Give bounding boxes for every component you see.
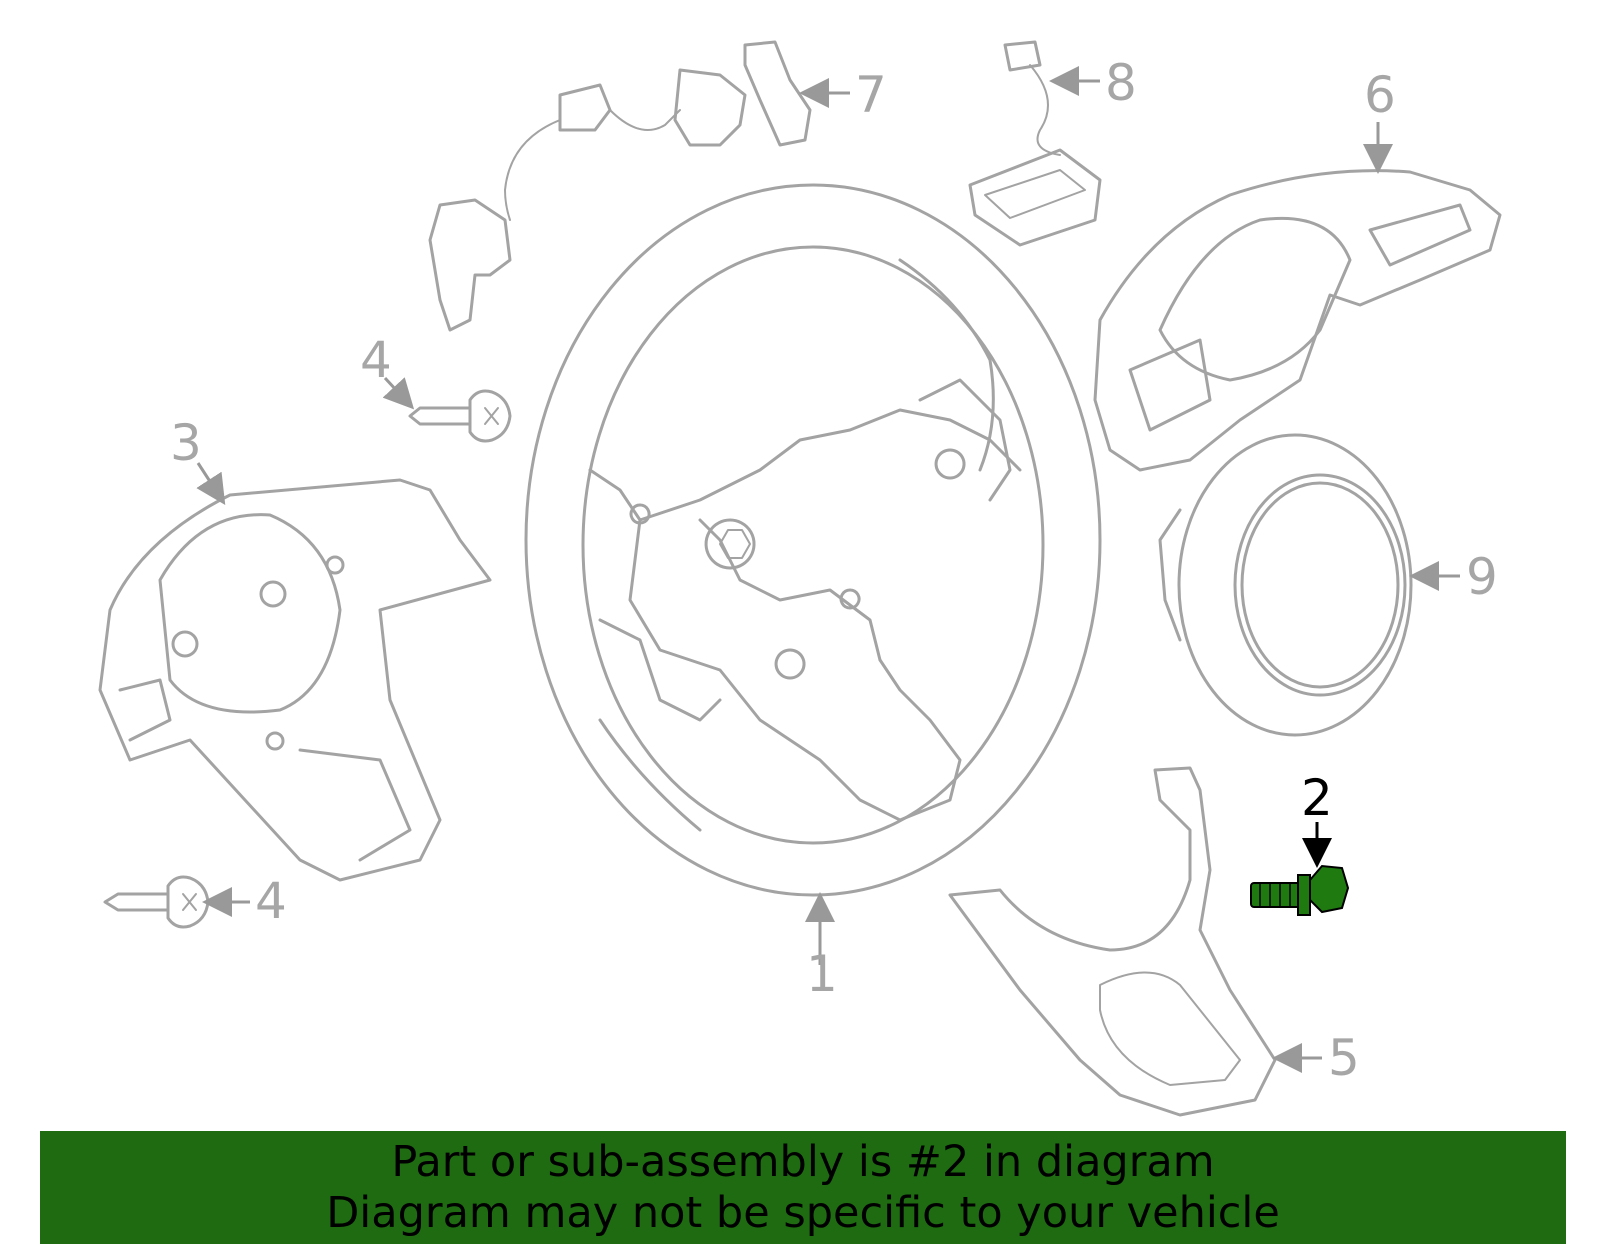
right-cover-part (1093, 169, 1502, 472)
callout-label-3: 3 (170, 414, 202, 472)
banner-line-disclaimer: Diagram may not be specific to your vehi… (326, 1187, 1280, 1238)
screw-upper-part (408, 389, 512, 443)
left-cover-part (98, 478, 492, 882)
callout-label-2: 2 (1301, 769, 1333, 827)
callout-line-4-upper (382, 376, 415, 410)
callout-label-6: 6 (1364, 66, 1396, 124)
callout-label-7: 7 (855, 66, 887, 124)
info-banner: Part or sub-assembly is #2 in diagram Di… (40, 1131, 1566, 1244)
steering-wheel-part (524, 183, 1102, 897)
lower-garnish-part (948, 766, 1277, 1117)
paddle-shifter-harness-part (428, 40, 812, 332)
callout-label-1: 1 (806, 945, 838, 1003)
callout-label-8: 8 (1105, 54, 1137, 112)
callout-label-5: 5 (1328, 1029, 1360, 1087)
banner-line-part-number: Part or sub-assembly is #2 in diagram (391, 1136, 1215, 1187)
callout-label-9: 9 (1466, 548, 1498, 606)
callout-line-3 (196, 462, 226, 506)
horn-pad-part (1158, 433, 1413, 737)
screw-lower-part (103, 875, 210, 929)
callout-label-4-upper: 4 (360, 331, 392, 389)
bolt-highlighted-part (1250, 864, 1350, 916)
callout-label-4-lower: 4 (255, 872, 287, 930)
switch-connector-part (968, 40, 1102, 247)
